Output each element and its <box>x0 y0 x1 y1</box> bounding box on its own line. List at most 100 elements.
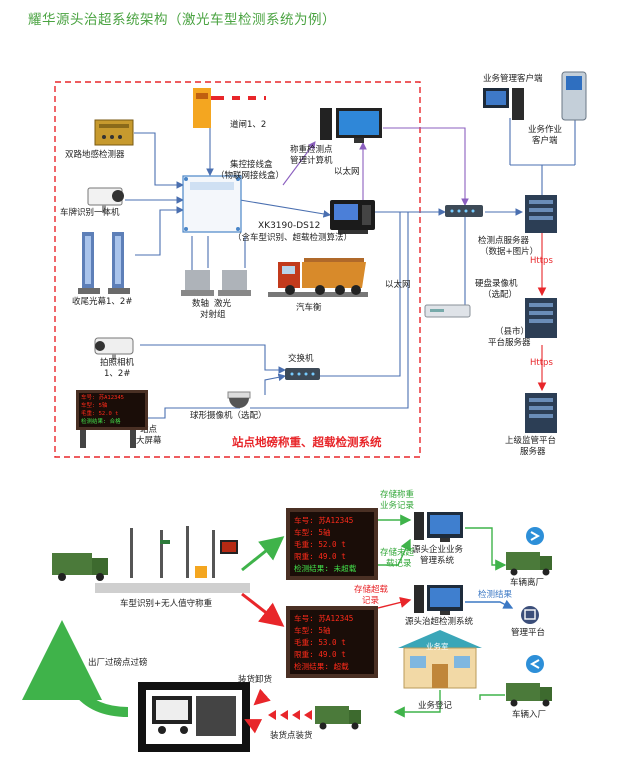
load-point-label: 装货点装货 <box>270 731 313 741</box>
plate-camera-icon <box>87 187 124 213</box>
control-box-sublabel: （物联网接线盒） <box>216 171 285 181</box>
control-box-icon <box>182 175 242 233</box>
management-computer-icon <box>320 108 382 143</box>
chevrons-left-icon <box>268 710 312 720</box>
server-label-2: （数据+图片） <box>480 247 539 257</box>
upper-server-label-1: 上级监管平台 <box>505 436 557 446</box>
mgmt-platform-label: 管理平台 <box>511 628 546 638</box>
big-screen-line-3: 毛重: 52.0 t <box>81 411 119 417</box>
terminal-desc-label: （含车型识别、超载检测算法） <box>233 233 353 243</box>
arrow-vehicle-out <box>465 527 507 571</box>
dome-camera-label: 球形摄像机（选配） <box>190 411 267 421</box>
store-over-label-1: 存储超载 <box>354 585 389 595</box>
laser-emitter-icon <box>181 270 251 296</box>
vehicle-in-label: 车辆入厂 <box>512 710 547 720</box>
ethernet-label-1: 以太网 <box>334 167 360 177</box>
upper-server-label-2: 服务器 <box>520 447 546 457</box>
https-label-1: Https <box>530 256 553 266</box>
led-top-line-5: 检测结果: 未超载 <box>294 564 357 573</box>
exit-weigh-label: 出厂过磅点过磅 <box>88 658 148 668</box>
store-unweigh-label-1: 存储未超 <box>380 548 415 558</box>
store-unweigh-label-2: 载记录 <box>386 559 412 569</box>
led-top-line-3: 毛重: 52.0 t <box>294 540 346 549</box>
server-label-1: 检测点服务器 <box>478 236 530 246</box>
return-arrow <box>22 620 129 717</box>
page-title: 耀华源头治超系统架构（激光车型检测系统为例） <box>28 12 336 28</box>
plate-camera-label: 车牌识别一体机 <box>60 208 120 218</box>
biz-ops-label-1: 业务作业 <box>528 125 563 135</box>
laser-label: 激光 <box>214 299 232 309</box>
truck-out-icon <box>506 552 552 576</box>
recorder-label-2: （选配） <box>483 290 518 300</box>
enterprise-label-1: 源头企业业务 <box>412 545 464 555</box>
photo-camera-label: 拍照相机 <box>100 358 135 368</box>
nvr-icon <box>424 304 471 318</box>
dump-truck-icon <box>268 258 368 297</box>
biz-client-pc-icon <box>483 88 524 120</box>
arrow-register <box>393 690 441 718</box>
flow-arrow-up <box>241 536 285 572</box>
led-top-line-4: 限重: 49.0 t <box>294 552 346 561</box>
platform-icon <box>521 606 539 624</box>
big-screen-label-1: 站点 <box>140 425 158 435</box>
barrier-gate-icon <box>193 88 266 128</box>
light-curtain-icon <box>78 232 130 294</box>
platform-server-icon <box>525 298 557 338</box>
store-over-label-2: 记录 <box>362 596 380 606</box>
https-label-2: Https <box>530 358 553 368</box>
store-weigh-label-2: 业务记录 <box>380 501 415 511</box>
biz-client-label: 业务管理客户端 <box>483 74 543 84</box>
light-curtain-label: 收尾光幕1、2# <box>72 297 133 307</box>
business-room-icon <box>398 630 482 689</box>
arrow-store-over <box>377 596 412 609</box>
led-bottom-line-4: 限重: 49.0 t <box>294 650 346 659</box>
switch-label: 交换机 <box>288 354 314 364</box>
big-screen-line-4: 检测结果: 合格 <box>81 419 121 425</box>
gate-label: 道闸1、2 <box>230 120 267 130</box>
led-bottom-line-3: 毛重: 53.0 t <box>294 638 346 647</box>
site-system-boundary <box>54 81 421 458</box>
pc-label-2: 管理计算机 <box>290 156 333 166</box>
store-weigh-label-1: 存储称重 <box>380 490 415 500</box>
flow-arrow-down <box>241 592 285 627</box>
kiosk-terminal-icon <box>561 71 587 121</box>
control-box-label: 集控接线盒 <box>230 160 273 170</box>
upper-server-icon <box>525 393 557 433</box>
arrow-load <box>244 719 263 734</box>
laser-pair-label: 对射组 <box>200 310 226 320</box>
coil-detector-label: 双路地感检测器 <box>65 150 125 160</box>
biz-ops-label-2: 客户端 <box>532 136 558 146</box>
overload-pc-icon <box>414 585 463 615</box>
axle-label: 数轴 <box>192 299 210 309</box>
arrow-check-result <box>465 599 514 609</box>
led-display-bottom: 车号: 苏A12345 车型: 5轴 毛重: 53.0 t 限重: 49.0 t… <box>286 606 378 678</box>
city-server-label-1: （县市） <box>495 327 530 337</box>
arrow-left-circle-icon <box>526 655 544 673</box>
arrow-right-circle-icon <box>526 527 544 545</box>
pc-label-1: 称重检测点 <box>290 145 333 155</box>
truck-in-icon <box>506 683 552 707</box>
truck-left-icon <box>52 553 108 581</box>
big-screen-line-2: 车型: 5轴 <box>81 403 108 409</box>
big-screen-line-1: 车号: 苏A12345 <box>81 395 124 401</box>
enterprise-pc-icon <box>414 512 463 542</box>
check-result-label: 检测结果 <box>478 590 513 600</box>
warehouse-icon <box>138 682 250 752</box>
coil-detector-icon <box>94 119 134 146</box>
ethernet-label-2: 以太网 <box>385 280 411 290</box>
led-bottom-line-1: 车号: 苏A12345 <box>294 614 354 623</box>
arrow-vehicle-in <box>479 694 505 700</box>
led-display-top: 车号: 苏A12345 车型: 5轴 毛重: 52.0 t 限重: 49.0 t… <box>286 508 378 580</box>
big-screen-display: 车号: 苏A12345 车型: 5轴 毛重: 52.0 t 检测结果: 合格 <box>76 390 148 430</box>
truck-scale-label: 汽车衡 <box>296 303 322 313</box>
system-title: 站点地磅称重、超载检测系统 <box>232 435 382 449</box>
overload-system-label: 源头治超检测系统 <box>405 617 474 627</box>
server-icon <box>525 195 557 233</box>
arrow-unload <box>253 688 271 706</box>
big-screen-label-2: 大屏幕 <box>136 436 162 446</box>
led-bottom-line-5: 检测结果: 超载 <box>294 662 349 671</box>
recorder-label-1: 硬盘录像机 <box>475 279 518 289</box>
biz-room-label: 业务室 <box>426 642 449 651</box>
network-switch-icon <box>445 205 483 217</box>
